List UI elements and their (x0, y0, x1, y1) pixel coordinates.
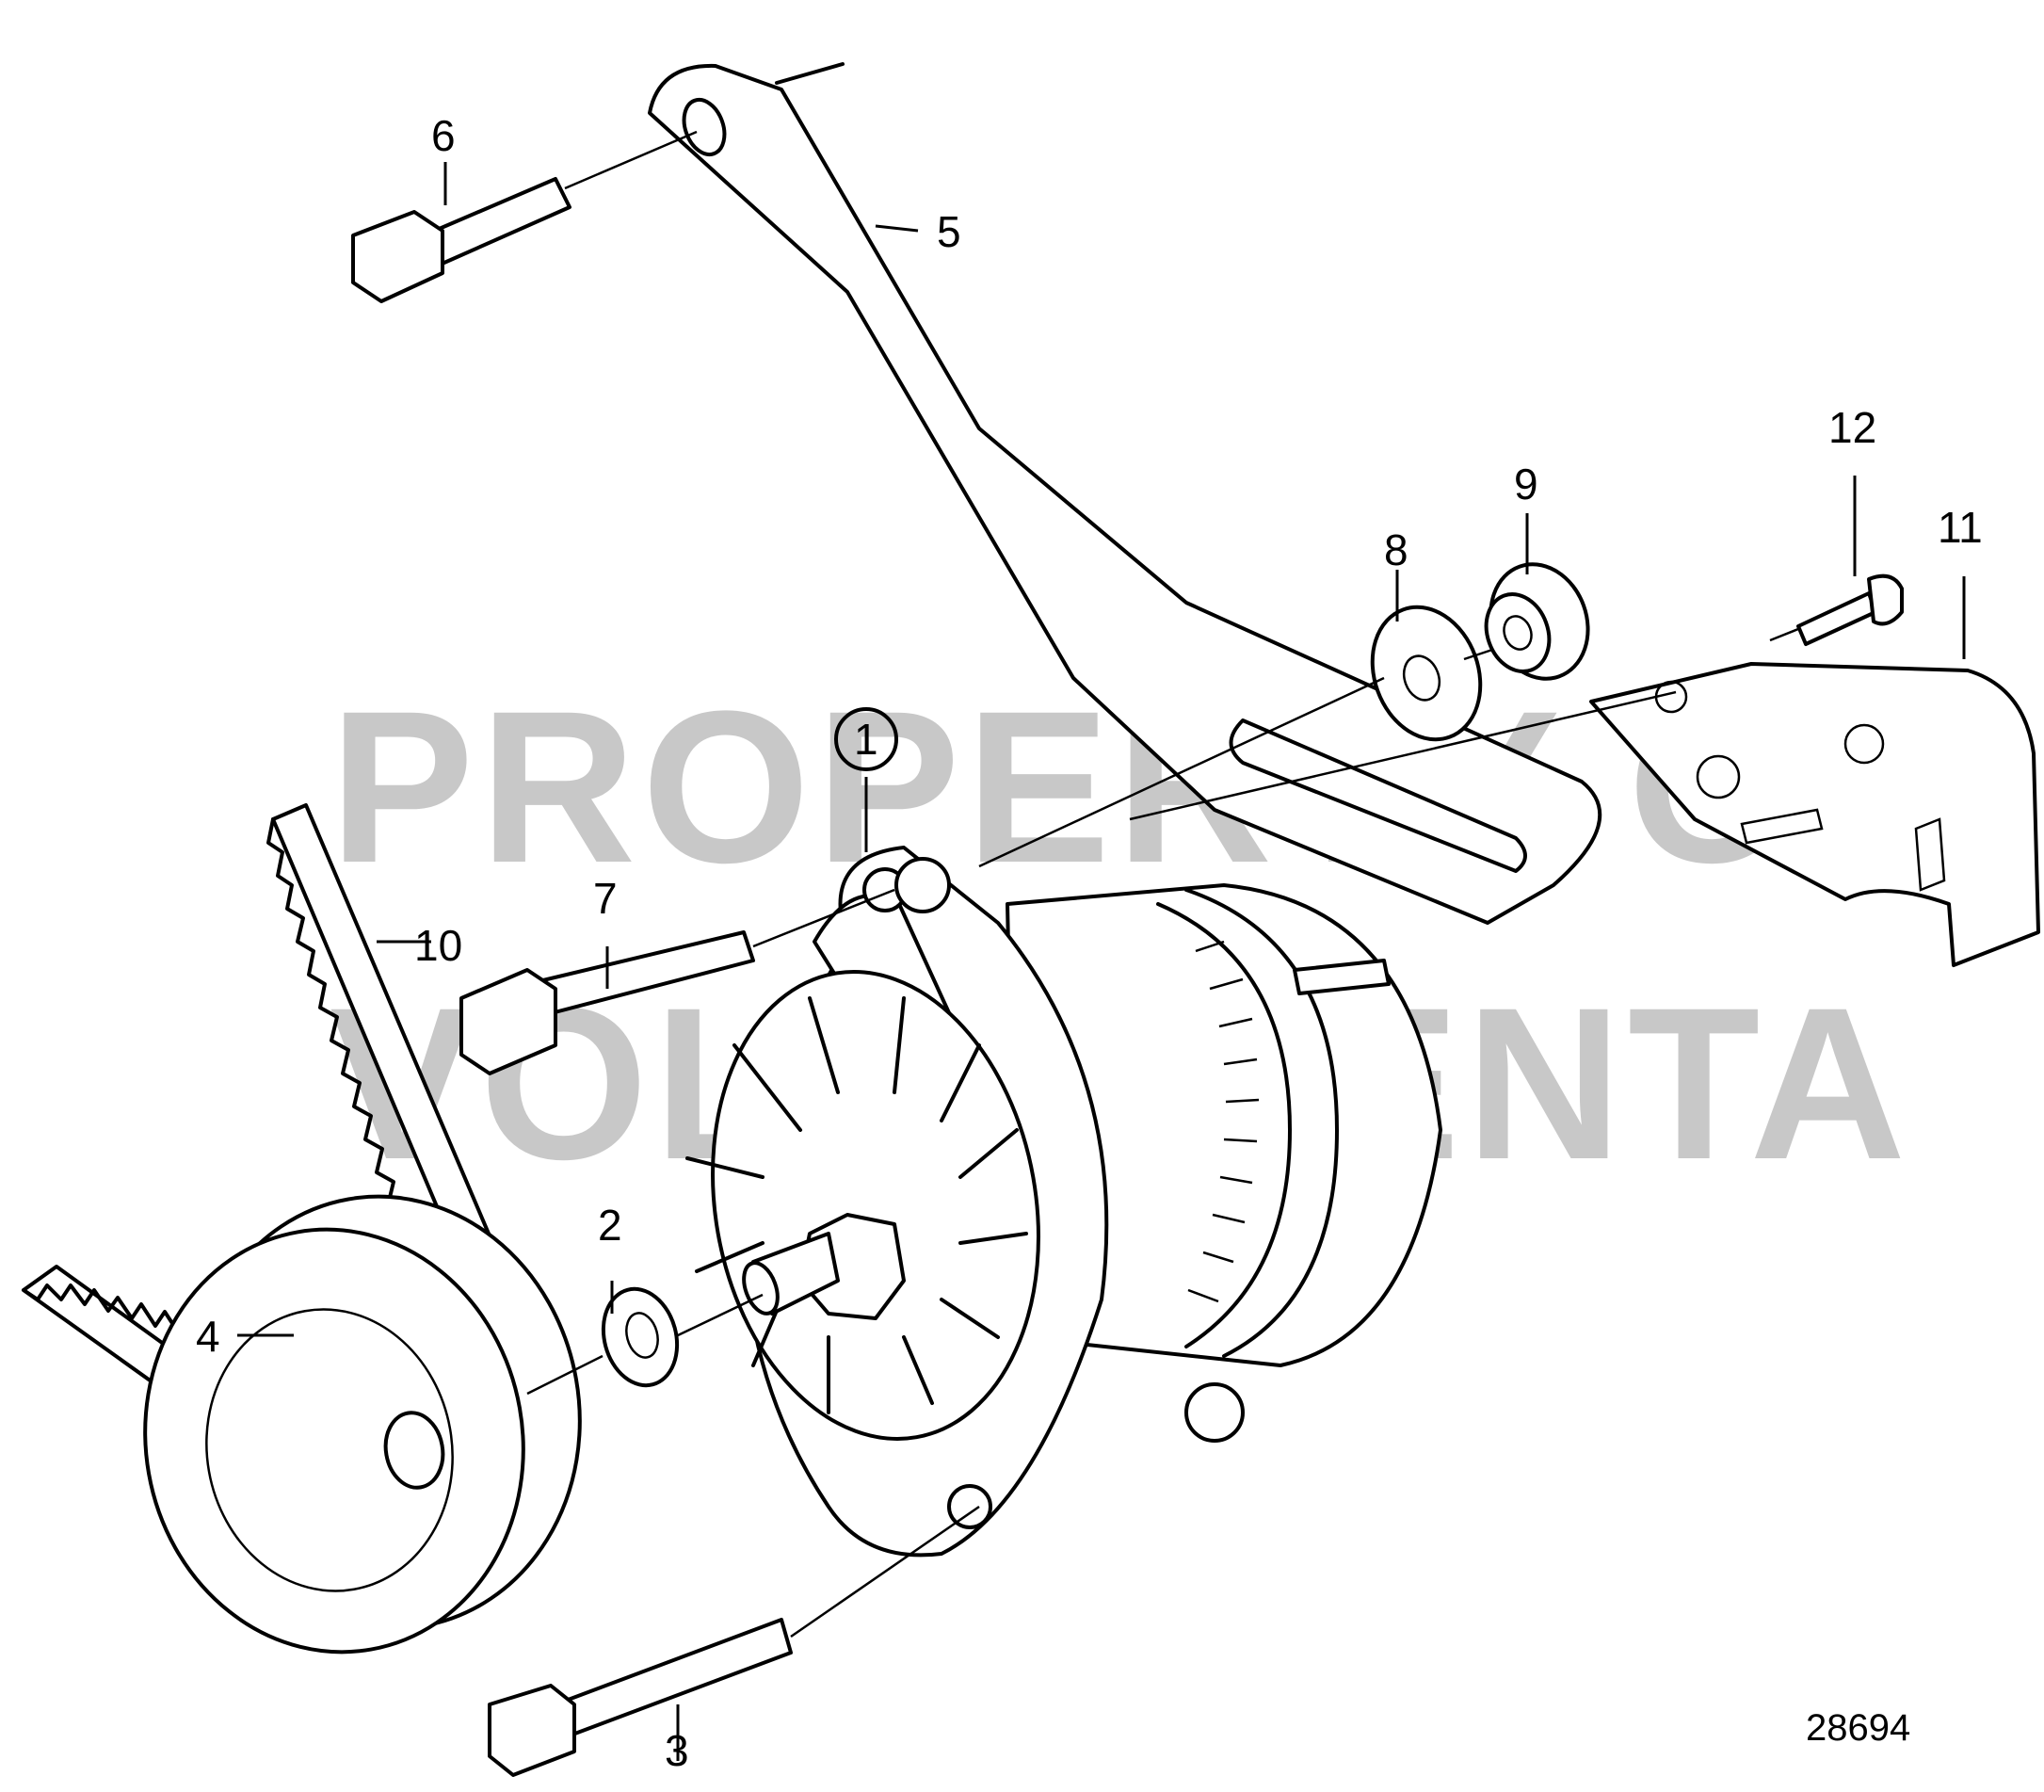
screw-12-icon (1796, 573, 1904, 646)
callout-9: 9 (1514, 460, 1538, 509)
bolt-3-icon (488, 1618, 793, 1777)
callout-5: 5 (937, 207, 961, 256)
drawing-number: 28694 (1806, 1707, 1910, 1749)
leader-lines (237, 162, 1966, 1761)
callout-8: 8 (1384, 525, 1408, 574)
bolt-6-icon (351, 177, 571, 303)
alternator-icon (685, 846, 1442, 1558)
callout-4: 4 (196, 1312, 220, 1361)
callout-6: 6 (431, 111, 456, 160)
bolt-7-icon (459, 930, 755, 1075)
tension-bracket-icon (648, 62, 1602, 925)
nut-9-icon (1484, 562, 1590, 681)
callout-2: 2 (598, 1201, 622, 1250)
belt-guard-icon (1589, 662, 2040, 967)
callout-3: 3 (665, 1726, 689, 1775)
callout-1-circle (834, 707, 898, 771)
callout-12: 12 (1828, 403, 1876, 452)
callout-7: 7 (593, 874, 618, 923)
callout-labels: 1 2 3 4 5 6 7 8 9 10 11 12 (196, 111, 1983, 1775)
callout-10: 10 (414, 921, 462, 970)
pulley-icon (143, 1194, 582, 1655)
callout-11: 11 (1938, 503, 1983, 552)
lock-washer-2-icon (601, 1286, 680, 1388)
callout-1: 1 (854, 715, 878, 764)
assembly-guide-lines (526, 130, 1799, 1639)
